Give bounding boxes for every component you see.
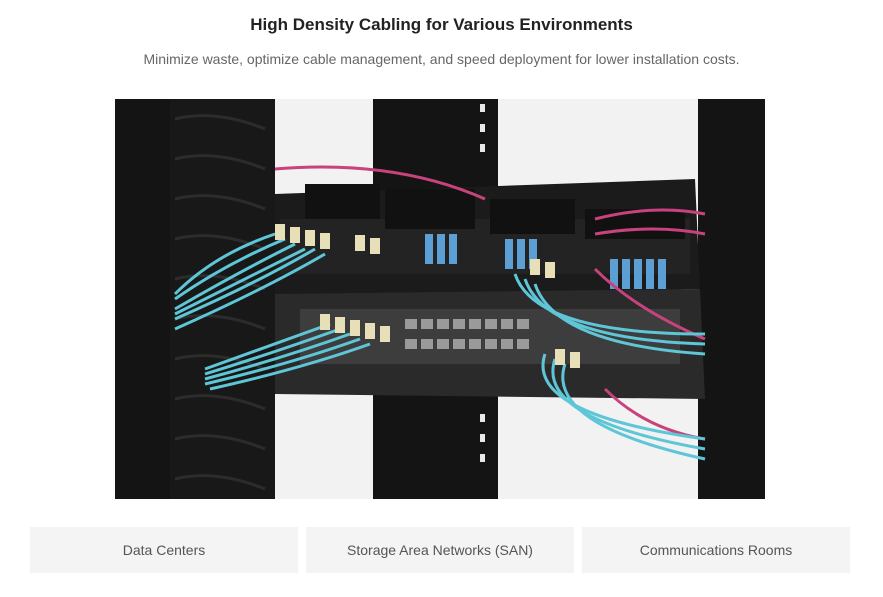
tab-data-centers[interactable]: Data Centers: [30, 527, 298, 573]
tab-communications-rooms[interactable]: Communications Rooms: [582, 527, 850, 573]
page-title: High Density Cabling for Various Environ…: [250, 15, 633, 34]
tab-label: Data Centers: [122, 542, 206, 558]
rack-cabling-photo: [115, 99, 765, 499]
tab-label: Storage Area Networks (SAN): [347, 542, 533, 558]
tab-storage-area-networks[interactable]: Storage Area Networks (SAN): [306, 527, 574, 573]
left-rack-rail: [115, 99, 175, 499]
aqua-cables: [173, 232, 706, 461]
right-rack-post: [698, 99, 765, 499]
page-subtitle: Minimize waste, optimize cable managemen…: [143, 51, 740, 67]
tab-label: Communications Rooms: [639, 542, 793, 558]
